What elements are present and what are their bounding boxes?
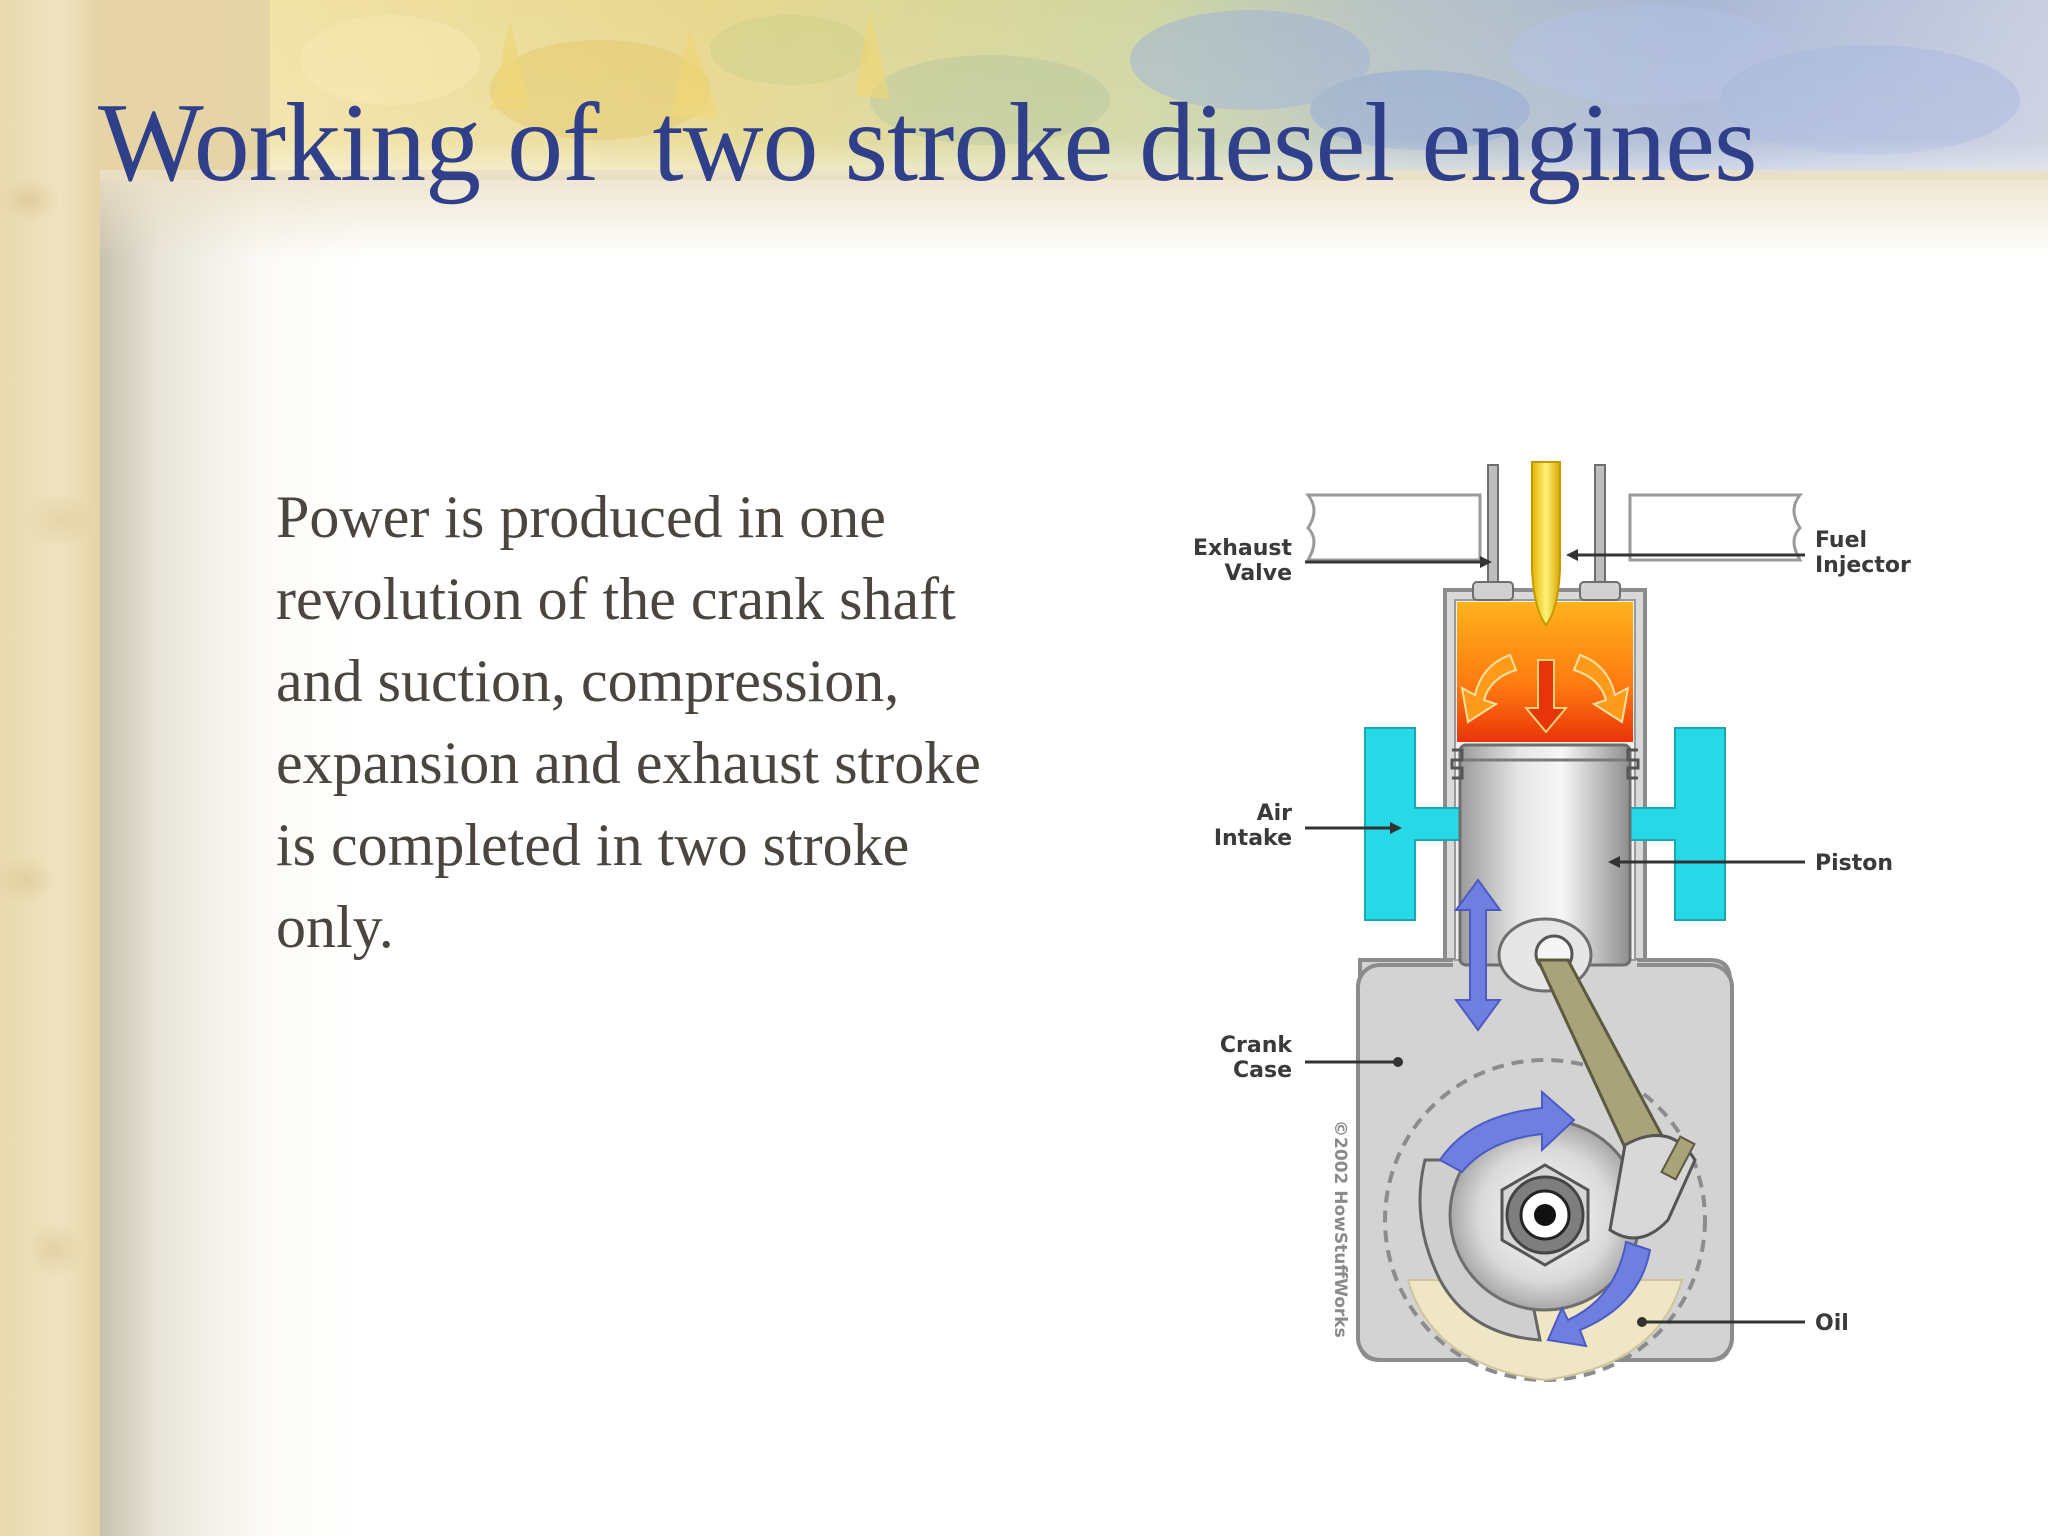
- exhaust-valve-stem-right: [1594, 464, 1606, 591]
- label-oil: Oil: [1815, 1311, 1849, 1336]
- label-fuel-injector-line2: Injector: [1815, 553, 1911, 578]
- header-banner-image: [270, 0, 2048, 175]
- flow-arrow-right: [1572, 653, 1630, 724]
- exhaust-duct-left: [1304, 493, 1482, 562]
- label-exhaust-valve-line1: Exhaust: [1193, 536, 1292, 561]
- two-stroke-engine-diagram: Exhaust Valve Fuel Injector Air Intake P…: [1193, 461, 1911, 1382]
- label-fuel-injector-line1: Fuel: [1815, 528, 1867, 553]
- exhaust-valve-stem-left: [1487, 464, 1499, 591]
- piston-motion-arrow: [1454, 878, 1502, 1032]
- label-crank-case-line2: Case: [1233, 1058, 1292, 1083]
- exhaust-valve-head-left: [1472, 581, 1514, 601]
- label-piston: Piston: [1815, 851, 1893, 876]
- rotation-arrow-upper: [1438, 1089, 1576, 1174]
- label-air-intake-line2: Intake: [1214, 826, 1292, 851]
- body-text: Power is produced in one revolution of t…: [276, 484, 981, 960]
- flow-arrow-left: [1460, 653, 1518, 724]
- label-exhaust-valve-line2: Valve: [1225, 561, 1292, 586]
- exhaust-duct-right: [1628, 493, 1804, 562]
- copyright-text: ©2002 HowStuffWorks: [1330, 1120, 1350, 1338]
- slide-title: Working of two stroke diesel engines: [98, 81, 1758, 205]
- rotation-arrow-lower: [1546, 1240, 1652, 1348]
- label-crank-case-line1: Crank: [1220, 1033, 1294, 1058]
- label-air-intake-line1: Air: [1257, 801, 1293, 826]
- title-shadow-strip: [100, 170, 2048, 260]
- exhaust-valve-head-right: [1579, 581, 1621, 601]
- flow-arrow-down: [1523, 659, 1569, 734]
- fuel-injector: [1531, 461, 1561, 627]
